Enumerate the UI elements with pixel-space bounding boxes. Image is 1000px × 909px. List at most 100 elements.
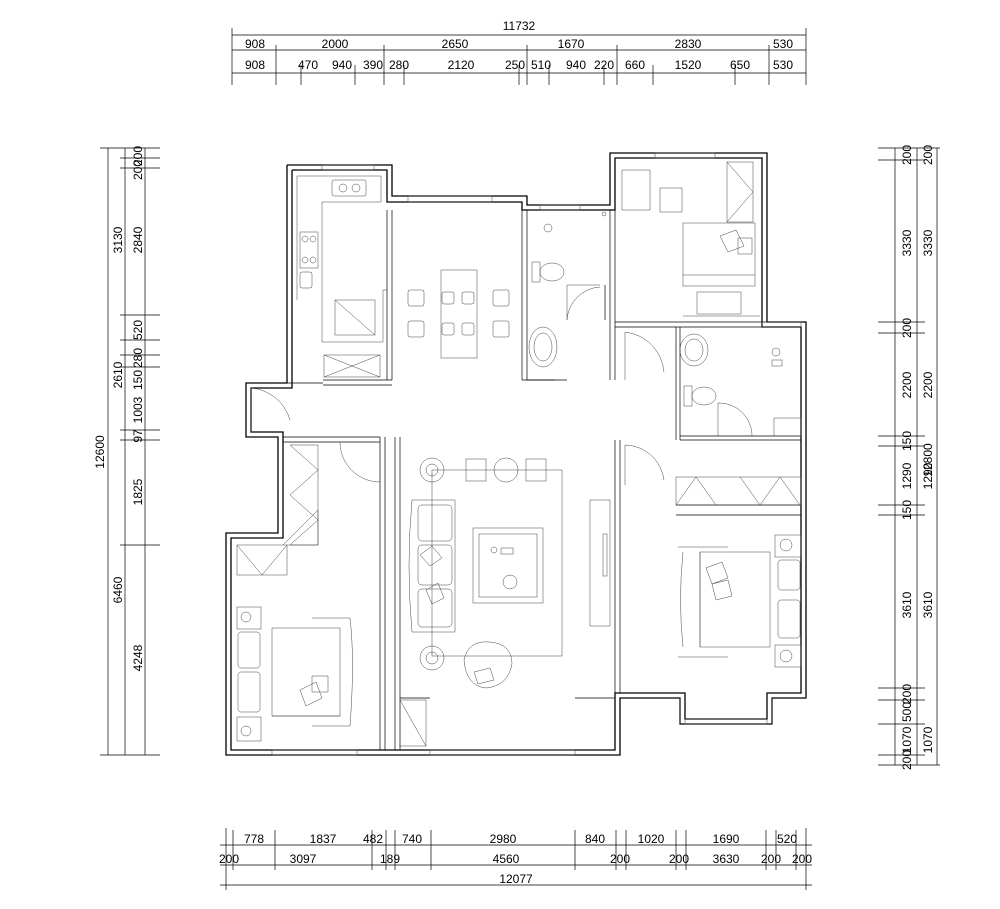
pillow xyxy=(237,671,261,713)
cushion-icon xyxy=(425,582,445,605)
washbasin-icon xyxy=(679,333,709,367)
right-dim-label: 2200 xyxy=(921,371,935,398)
floor-drain-icon xyxy=(601,211,607,217)
bedside-table xyxy=(774,644,802,668)
rug xyxy=(431,469,563,657)
right-overall-label: 12800 xyxy=(921,443,935,477)
tv-icon xyxy=(602,533,608,577)
top-dim-label: 250 xyxy=(505,58,525,72)
top-dim-label: 470 xyxy=(298,58,318,72)
lamp-icon xyxy=(240,725,252,737)
bedside-table xyxy=(774,534,802,558)
bottom-dim-label: 840 xyxy=(585,832,605,846)
top-dim-label: 2000 xyxy=(322,37,349,51)
top-dim-label: 940 xyxy=(566,58,586,72)
bottom-dimensions: 778 1837 482 740 2980 840 1020 1690 520 … xyxy=(219,828,812,890)
top-dim-label: 908 xyxy=(245,37,265,51)
side-table xyxy=(419,457,445,483)
left-dim-label: 520 xyxy=(131,320,145,340)
wardrobe xyxy=(675,476,802,506)
top-dim-label: 940 xyxy=(332,58,352,72)
left-dim-label: 2610 xyxy=(111,361,125,388)
bottom-dim-label: 520 xyxy=(777,832,797,846)
left-dim-label: 1825 xyxy=(131,478,145,505)
fan-icon xyxy=(543,223,553,233)
window xyxy=(321,164,375,171)
lamp-icon xyxy=(779,538,793,552)
dining-area xyxy=(407,269,510,359)
dining-table xyxy=(440,269,478,359)
lamp-icon xyxy=(240,611,252,623)
coffee-table xyxy=(472,527,544,604)
bottom-dim-label: 740 xyxy=(402,832,422,846)
bedside-table xyxy=(236,606,262,630)
windows xyxy=(271,152,802,756)
top-dim-label: 2830 xyxy=(675,37,702,51)
bedroom-door xyxy=(624,444,665,485)
plant-icon xyxy=(502,574,518,590)
right-dim-label: 3330 xyxy=(921,229,935,256)
bottom-dim-label: 2980 xyxy=(490,832,517,846)
window xyxy=(654,152,716,159)
exterior-walls xyxy=(225,152,807,756)
washbasin-icon xyxy=(528,326,558,368)
interior-walls xyxy=(283,210,801,750)
bottom-dim-label: 482 xyxy=(363,832,383,846)
wardrobe xyxy=(236,544,288,576)
left-dim-label: 1003 xyxy=(131,396,145,423)
armchair-icon xyxy=(719,229,745,253)
left-dim-label: 280 xyxy=(131,348,145,368)
bottom-dim-label: 200 xyxy=(669,852,689,866)
bottom-dim-label: 200 xyxy=(610,852,630,866)
wardrobe xyxy=(726,161,754,223)
left-dim-label: 200 xyxy=(131,146,145,166)
armchair-icon xyxy=(705,561,729,585)
bottom-dim-label: 200 xyxy=(761,852,781,866)
desk xyxy=(621,169,651,211)
left-dim-label: 3130 xyxy=(111,226,125,253)
top-dim-label: 908 xyxy=(245,58,265,72)
window xyxy=(539,204,581,211)
top-dim-label: 510 xyxy=(531,58,551,72)
ottoman xyxy=(493,457,519,483)
bathroom-door xyxy=(566,284,601,321)
right-dim-label: 200 xyxy=(900,145,914,165)
bathroom-door xyxy=(717,402,753,437)
right-dim-label: 150 xyxy=(900,500,914,520)
bottom-dim-label: 1690 xyxy=(713,832,740,846)
master-bedroom xyxy=(621,161,760,317)
bottom-dim-label: 189 xyxy=(380,852,400,866)
bathroom-2 xyxy=(679,333,802,437)
bottom-dim-label: 1020 xyxy=(638,832,665,846)
left-overall-label: 12600 xyxy=(93,435,107,469)
armchair-icon xyxy=(463,641,513,689)
right-dim-label: 200 xyxy=(921,145,935,165)
right-dim-label: 1070 xyxy=(921,726,935,753)
bedroom-door xyxy=(339,441,381,483)
right-dim-label: 3330 xyxy=(900,229,914,256)
top-dim-label: 660 xyxy=(625,58,645,72)
bottom-dim-label: 778 xyxy=(244,832,264,846)
cushion-icon xyxy=(419,545,443,567)
bottom-overall-label: 12077 xyxy=(499,872,533,886)
left-dimensions: 12600 3130 2610 6460 200 200 2840 520 28… xyxy=(93,146,160,756)
pillow xyxy=(777,559,801,591)
side-table xyxy=(419,645,445,671)
bedside-table xyxy=(236,716,262,742)
armchair-icon xyxy=(711,579,733,601)
stove-icon xyxy=(299,231,319,269)
right-dim-label: 1070 xyxy=(900,726,914,753)
pillow xyxy=(777,599,801,639)
bottom-dim-label: 4560 xyxy=(493,852,520,866)
bedroom-door xyxy=(624,331,665,380)
left-dim-label: 6460 xyxy=(111,576,125,603)
right-dim-label: 200 xyxy=(900,750,914,770)
right-dim-label: 1290 xyxy=(921,462,935,489)
ottoman xyxy=(525,458,547,482)
right-dim-label: 150 xyxy=(900,431,914,451)
right-dim-label: 3610 xyxy=(900,591,914,618)
armchair-icon xyxy=(299,681,323,707)
top-dim-label: 530 xyxy=(773,37,793,51)
window xyxy=(761,321,802,328)
